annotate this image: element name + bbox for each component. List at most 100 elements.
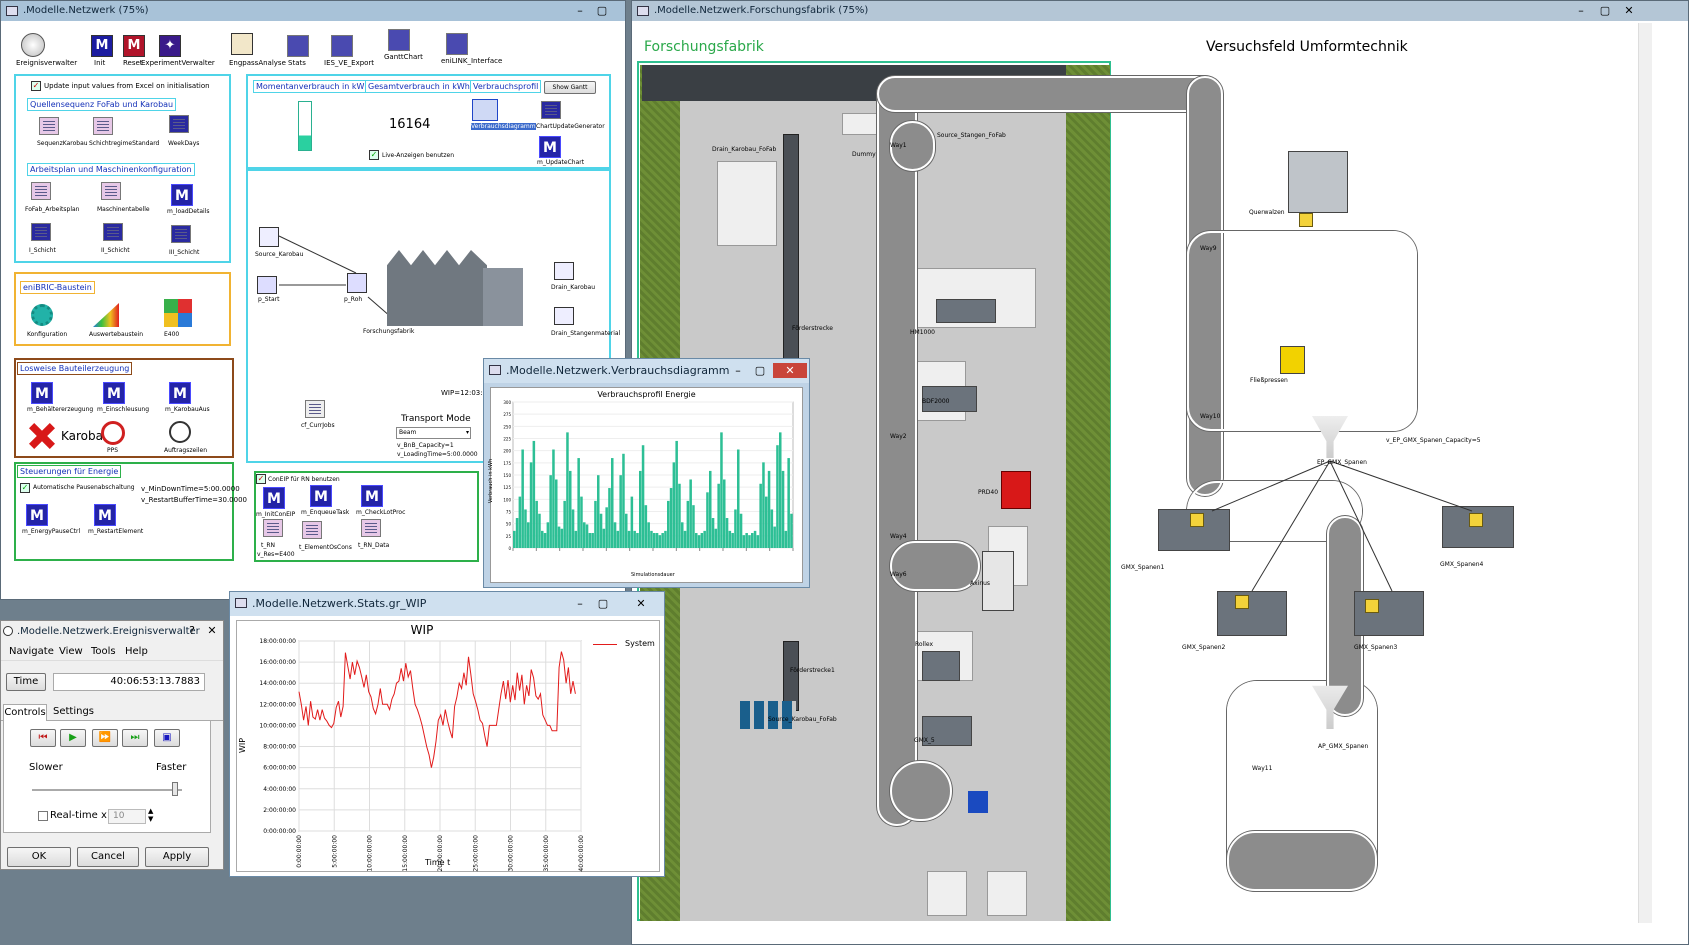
drain-karobau-icon[interactable] (554, 262, 574, 280)
apply-button[interactable]: Apply (145, 847, 209, 867)
show-gantt-button[interactable]: Show Gantt (544, 81, 596, 94)
gear-icon[interactable] (31, 304, 53, 326)
wip-titlebar[interactable]: .Modelle.Netzwerk.Stats.gr_WIP – ▢ ✕ (230, 592, 664, 616)
menu-help[interactable]: Help (125, 646, 148, 657)
factory-icon[interactable] (387, 238, 523, 326)
toolbar-ies-ve-export[interactable] (331, 35, 353, 57)
live-checkbox[interactable]: ✓ (369, 150, 379, 160)
pps-icon[interactable] (101, 421, 125, 445)
step-button[interactable]: ⏭ (122, 729, 148, 747)
speed-slider-track[interactable] (32, 789, 182, 791)
foerderstrecke[interactable] (783, 134, 799, 384)
cancel-button[interactable]: Cancel (77, 847, 139, 867)
machine-hm1000[interactable] (936, 299, 996, 323)
m-loaddetails-method[interactable]: M (171, 184, 193, 206)
toolbar-init[interactable]: M (91, 35, 113, 57)
play-button[interactable]: ▶ (60, 729, 86, 747)
time-button[interactable]: Time (6, 673, 46, 691)
sequenz-karobau-table[interactable] (39, 117, 59, 135)
tab-controls[interactable]: Controls (3, 704, 47, 721)
close-icon[interactable]: ✕ (1624, 4, 1634, 17)
minimize-button[interactable]: – (577, 4, 583, 17)
transport-mode-select[interactable]: Beam▾ (396, 427, 471, 439)
m-checklotproc-method[interactable]: M (361, 485, 383, 507)
m-karobauaus-method[interactable]: M (169, 382, 191, 404)
drain-stange-icon[interactable] (554, 307, 574, 325)
menu-navigate[interactable]: Navigate (9, 646, 54, 657)
machine-prd40[interactable] (1001, 471, 1031, 509)
toolbar-ereignisverwalter[interactable] (21, 33, 45, 57)
excel-update-checkbox[interactable]: ✓ (31, 81, 41, 91)
machine-gmx2[interactable] (1217, 591, 1287, 636)
m-restartelement-method[interactable]: M (94, 504, 116, 526)
close-icon[interactable]: ✕ (207, 624, 217, 637)
fast-forward-button[interactable]: ⏩ (92, 729, 118, 747)
ok-button[interactable]: OK (7, 847, 71, 867)
menu-view[interactable]: View (59, 646, 83, 657)
help-button[interactable]: ? (189, 624, 195, 637)
maximize-button[interactable]: ▢ (596, 4, 608, 17)
toolbar-reset[interactable]: M (123, 35, 145, 57)
machine-gmx5[interactable] (922, 716, 972, 746)
maximize-button[interactable]: ▢ (597, 597, 609, 610)
realtime-input[interactable]: 10 (108, 809, 146, 824)
ereignis-titlebar[interactable]: .Modelle.Netzwerk.Ereignisverwalter ? ✕ (1, 621, 223, 643)
close-icon[interactable]: ✕ (773, 363, 807, 378)
toolbar-ganttchart[interactable] (388, 29, 410, 51)
momentanverbrauch-button[interactable]: Momentanverbrauch in kW (253, 80, 368, 93)
netzwerk-titlebar[interactable]: .Modelle.Netzwerk (75%) – ▢ (1, 1, 625, 21)
verbrauchsdiagramm-icon[interactable] (472, 99, 498, 121)
tab-settings[interactable]: Settings (53, 706, 95, 717)
auto-pause-checkbox[interactable]: ✓ (20, 483, 30, 493)
machine-rollex[interactable] (922, 651, 960, 681)
toolbar-enilink[interactable] (446, 33, 468, 55)
conwip-checkbox[interactable]: ✓ (256, 474, 266, 484)
proh-icon[interactable] (347, 273, 367, 293)
machine-querwalzen[interactable] (1288, 151, 1348, 213)
chartupdate-icon[interactable] (541, 101, 561, 119)
arbeitsplan-table[interactable] (31, 182, 51, 200)
pstart-icon[interactable] (257, 276, 277, 294)
time-field[interactable]: 40:06:53:13.7883 (53, 673, 205, 691)
minimize-button[interactable]: – (735, 364, 741, 377)
maximize-button[interactable]: ▢ (1599, 4, 1611, 17)
maximize-button[interactable]: ▢ (754, 364, 766, 377)
gesamtverbrauch-button[interactable]: Gesamtverbrauch in kWh (365, 80, 473, 93)
curr-jobs-icon[interactable] (305, 400, 325, 418)
rewind-button[interactable]: ⏮ (30, 729, 56, 747)
m-updatechart-method[interactable]: M (539, 136, 561, 158)
verbrauchsprofil-button[interactable]: Verbrauchsprofil (470, 80, 542, 93)
source-karobau-icon[interactable] (259, 227, 279, 247)
weekdays-table[interactable] (169, 115, 189, 133)
toolbar-engpassanalyse[interactable] (231, 33, 253, 55)
schicht2-table[interactable] (103, 223, 123, 241)
schichtregime-table[interactable] (93, 117, 113, 135)
menu-tools[interactable]: Tools (91, 646, 116, 657)
m-energypausectrl-method[interactable]: M (26, 504, 48, 526)
t-elementoscons-table[interactable] (302, 521, 322, 539)
schicht3-table[interactable] (171, 225, 191, 243)
toolbar-stats[interactable] (287, 35, 309, 57)
verbrauch-titlebar[interactable]: .Modelle.Netzwerk.Verbrauchsdiagramm – ▢… (484, 359, 809, 383)
m-behaelter-method[interactable]: M (31, 382, 53, 404)
schicht1-table[interactable] (31, 223, 51, 241)
maschinentabelle-table[interactable] (101, 182, 121, 200)
minimize-button[interactable]: – (1578, 4, 1584, 17)
m-enqueuetask-method[interactable]: M (310, 485, 332, 507)
t-rn-table[interactable] (263, 519, 283, 537)
machine-bdf2000[interactable] (922, 386, 977, 412)
m-einschleusung-method[interactable]: M (103, 382, 125, 404)
stopwatch-icon[interactable] (169, 421, 191, 443)
machine-axinus[interactable] (982, 551, 1014, 611)
machine-fliesspressen[interactable] (1280, 346, 1305, 374)
spinner-icon[interactable]: ▲▼ (148, 807, 154, 823)
speed-slider-handle[interactable] (172, 782, 178, 796)
toolbar-experimentverwalter[interactable]: ✦ (159, 35, 181, 57)
close-icon[interactable]: ✕ (636, 597, 646, 610)
stop-button[interactable]: ▣ (154, 729, 180, 747)
minimize-button[interactable]: – (577, 597, 583, 610)
machine-gmx3[interactable] (1354, 591, 1424, 636)
t-rn-data-table[interactable] (361, 519, 381, 537)
e400-icon[interactable] (164, 299, 192, 327)
vertical-scrollbar[interactable] (1638, 23, 1652, 923)
